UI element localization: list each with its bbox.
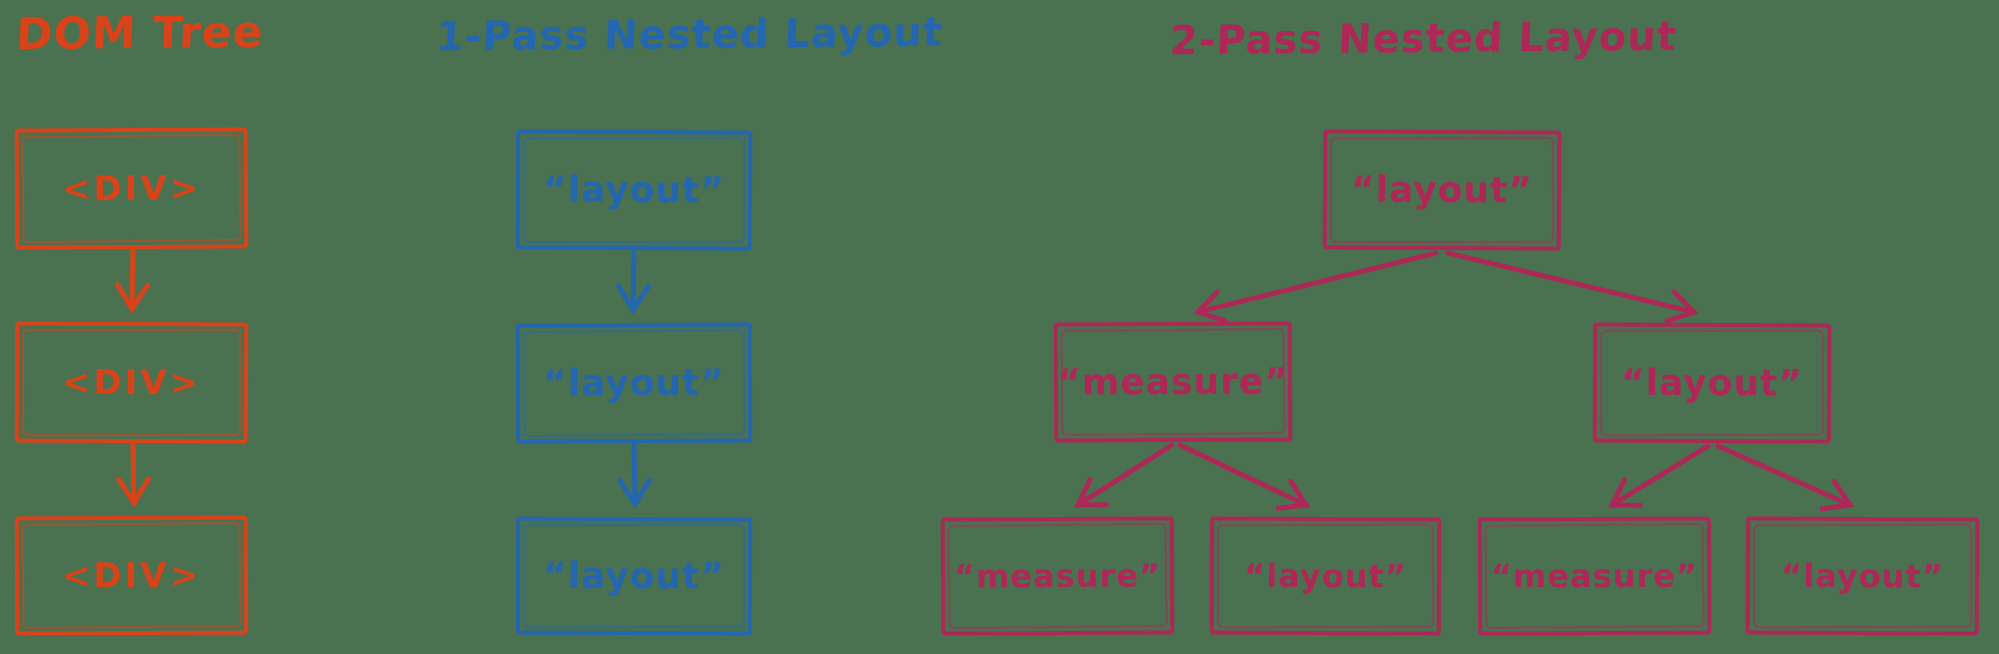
two-pass-arrow-root-left [1193,250,1439,324]
dom-tree-node-2-label: <DIV> [61,362,202,403]
two-pass-arrow-root-right [1445,250,1699,324]
two-pass-leaf-measure-1-label: “measure” [953,556,1162,596]
one-pass-node-2: “layout” [515,322,753,444]
dom-tree-node-3: <DIV> [14,515,249,636]
one-pass-node-3: “layout” [515,516,753,636]
two-pass-arrow-layout-left [1607,443,1711,508]
dom-tree-node-2: <DIV> [14,321,249,444]
two-pass-layout-label: “layout” [1620,362,1804,404]
dom-tree-node-1-label: <DIV> [61,168,202,209]
two-pass-layout-node: “layout” [1592,322,1832,444]
two-pass-measure-node: “measure” [1053,321,1293,443]
two-pass-leaf-measure-2: “measure” [1477,516,1712,636]
two-pass-leaf-measure-2-label: “measure” [1490,556,1699,596]
one-pass-node-3-label: “layout” [542,555,726,597]
two-pass-leaf-layout-1: “layout” [1209,516,1442,636]
dom-tree-node-3-label: <DIV> [61,555,202,596]
one-pass-title: 1-Pass Nested Layout [434,9,944,61]
two-pass-leaf-layout-1-label: “layout” [1244,556,1407,596]
two-pass-leaf-measure-1: “measure” [940,516,1175,636]
dom-arrow-2 [116,442,152,508]
two-pass-root-node: “layout” [1322,129,1562,251]
two-pass-arrow-measure-right [1177,442,1311,511]
two-pass-arrow-layout-right [1715,443,1855,512]
two-pass-leaf-layout-2: “layout” [1745,516,1980,636]
dom-arrow-1 [114,248,150,314]
two-pass-title: 2-Pass Nested Layout [1168,13,1678,65]
two-pass-leaf-layout-2-label: “layout” [1781,556,1944,596]
dom-tree-node-1: <DIV> [14,127,249,250]
two-pass-arrow-measure-left [1074,442,1175,508]
one-pass-node-1-label: “layout” [542,169,726,211]
one-pass-arrow-1 [615,249,651,315]
two-pass-measure-label: “measure” [1057,360,1289,404]
one-pass-arrow-2 [617,442,653,509]
dom-tree-title: DOM Tree [14,6,265,61]
two-pass-root-label: “layout” [1350,169,1534,211]
one-pass-node-2-label: “layout” [542,362,726,404]
one-pass-node-1: “layout” [515,129,753,251]
